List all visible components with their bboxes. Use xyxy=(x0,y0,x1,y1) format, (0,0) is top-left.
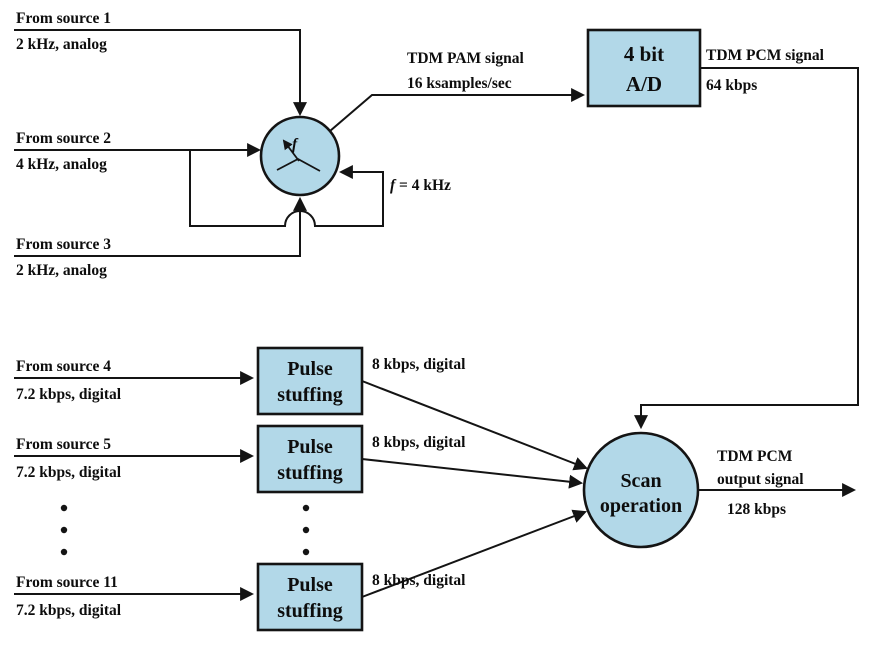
sources-ellipsis-dots xyxy=(60,504,68,556)
ellipsis-dot xyxy=(302,548,310,556)
pulse-stuffing-box-1 xyxy=(256,346,364,416)
source3-label: From source 3 xyxy=(16,236,111,253)
sampler-wiper-arrow xyxy=(282,139,300,162)
source1-rate: 2 kHz, analog xyxy=(16,36,107,53)
output-label-line1: TDM PCM xyxy=(717,448,793,465)
source11-rate: 7.2 kbps, digital xyxy=(16,602,122,619)
pulse-stuffing-box-2 xyxy=(256,424,364,494)
ellipsis-dot xyxy=(60,526,68,534)
pulse-stuffing-box-3 xyxy=(256,562,364,632)
frequency-note-rest: = 4 kHz xyxy=(395,177,451,194)
pulse-stuffing3-label-line1: Pulse xyxy=(287,574,333,596)
pam-signal-line xyxy=(329,88,586,132)
pulse-stuffing3-label-line2: stuffing xyxy=(277,600,343,622)
stuffed3-label: 8 kbps, digital xyxy=(372,572,466,589)
source2-second-contact-loop xyxy=(189,150,384,227)
bottom-section-wires xyxy=(14,371,857,601)
pulse-stuffing1-label-line2: stuffing xyxy=(277,384,343,406)
stuffed2-line xyxy=(361,458,584,489)
sampler-wiper-label: f xyxy=(292,136,299,153)
stuffed2-label: 8 kbps, digital xyxy=(372,434,466,451)
source3-rate: 2 kHz, analog xyxy=(16,262,107,279)
sampler-circle xyxy=(259,115,341,197)
source1-label: From source 1 xyxy=(16,10,111,27)
boxes-ellipsis-dots xyxy=(302,504,310,556)
pam-signal-rate: 16 ksamples/sec xyxy=(407,75,512,92)
ad-converter-label-line1: 4 bit xyxy=(624,42,664,66)
scan-operation-circle xyxy=(582,431,700,549)
bottom-section-labels: From source 4 7.2 kbps, digital Pulse st… xyxy=(16,356,804,622)
source2-rate: 4 kHz, analog xyxy=(16,156,107,173)
frequency-note-f: f xyxy=(390,177,397,194)
pulse-stuffing2-label-line2: stuffing xyxy=(277,462,343,484)
stuffed1-label: 8 kbps, digital xyxy=(372,356,466,373)
ad-converter-box xyxy=(586,28,702,108)
stuffed1-line xyxy=(361,380,588,471)
source4-label: From source 4 xyxy=(16,358,111,375)
ellipsis-dot xyxy=(60,504,68,512)
source4-rate: 7.2 kbps, digital xyxy=(16,386,122,403)
source1-line xyxy=(14,29,307,117)
source11-label: From source 11 xyxy=(16,574,118,591)
sampler-wiper-icon xyxy=(276,139,321,172)
sampler-frequency-note: f = 4 kHz xyxy=(390,177,451,194)
ellipsis-dot xyxy=(60,548,68,556)
top-section-labels: From source 1 2 kHz, analog From source … xyxy=(16,10,825,279)
output-label-line2: output signal xyxy=(717,471,804,488)
ellipsis-dot xyxy=(302,526,310,534)
pam-signal-label: TDM PAM signal xyxy=(407,50,525,67)
output-label-line3: 128 kbps xyxy=(727,501,786,518)
stuffed3-line xyxy=(361,509,587,598)
source2-label: From source 2 xyxy=(16,130,111,147)
pulse-stuffing2-label-line1: Pulse xyxy=(287,436,333,458)
source3-line xyxy=(14,196,307,257)
pcm-signal-label: TDM PCM signal xyxy=(706,47,825,64)
pulse-stuffing1-label-line1: Pulse xyxy=(287,358,333,380)
scan-operation-label-line1: Scan xyxy=(620,470,661,492)
top-section-wires xyxy=(14,29,859,430)
pcm-signal-rate: 64 kbps xyxy=(706,77,757,94)
scan-operation-label-line2: operation xyxy=(600,495,682,517)
source5-label: From source 5 xyxy=(16,436,111,453)
ellipsis-dot xyxy=(302,504,310,512)
source5-rate: 7.2 kbps, digital xyxy=(16,464,122,481)
pcm-signal-line xyxy=(634,67,859,430)
ad-converter-label-line2: A/D xyxy=(626,72,662,96)
